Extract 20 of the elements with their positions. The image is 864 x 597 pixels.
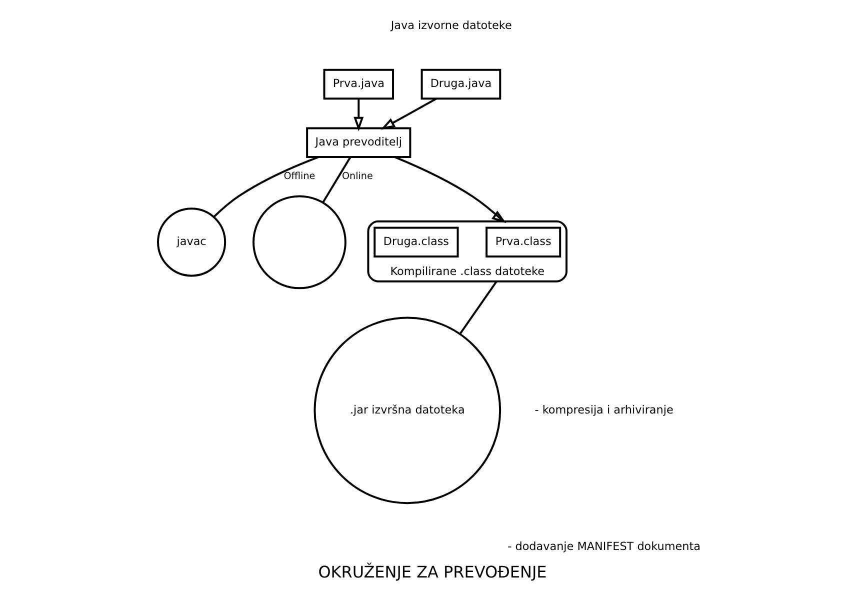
node-box: Druga.class xyxy=(373,226,458,258)
caption: OKRUŽENJE ZA PREVOĐENJE xyxy=(318,562,546,582)
connector xyxy=(322,156,351,204)
connector xyxy=(458,280,497,335)
connector xyxy=(212,156,318,218)
arrow xyxy=(380,98,436,130)
node-box: Java prevoditelj xyxy=(306,127,411,158)
node-box: Prva.java xyxy=(322,68,394,100)
node-box: Prva.class xyxy=(485,226,561,258)
arrow xyxy=(394,156,506,224)
label: Java izvorne datoteke xyxy=(390,18,512,32)
edge-label: Offline xyxy=(283,171,315,182)
node-circle xyxy=(252,195,346,290)
node-circle: javac xyxy=(156,208,226,277)
node-circle: .jar izvršna datoteka xyxy=(313,316,501,504)
arrow xyxy=(353,98,364,132)
node-box: Druga.java xyxy=(420,68,501,100)
edge-label: Online xyxy=(341,171,372,182)
label: - dodavanje MANIFEST dokumenta xyxy=(507,540,700,554)
label: - kompresija i arhiviranje xyxy=(534,403,673,416)
